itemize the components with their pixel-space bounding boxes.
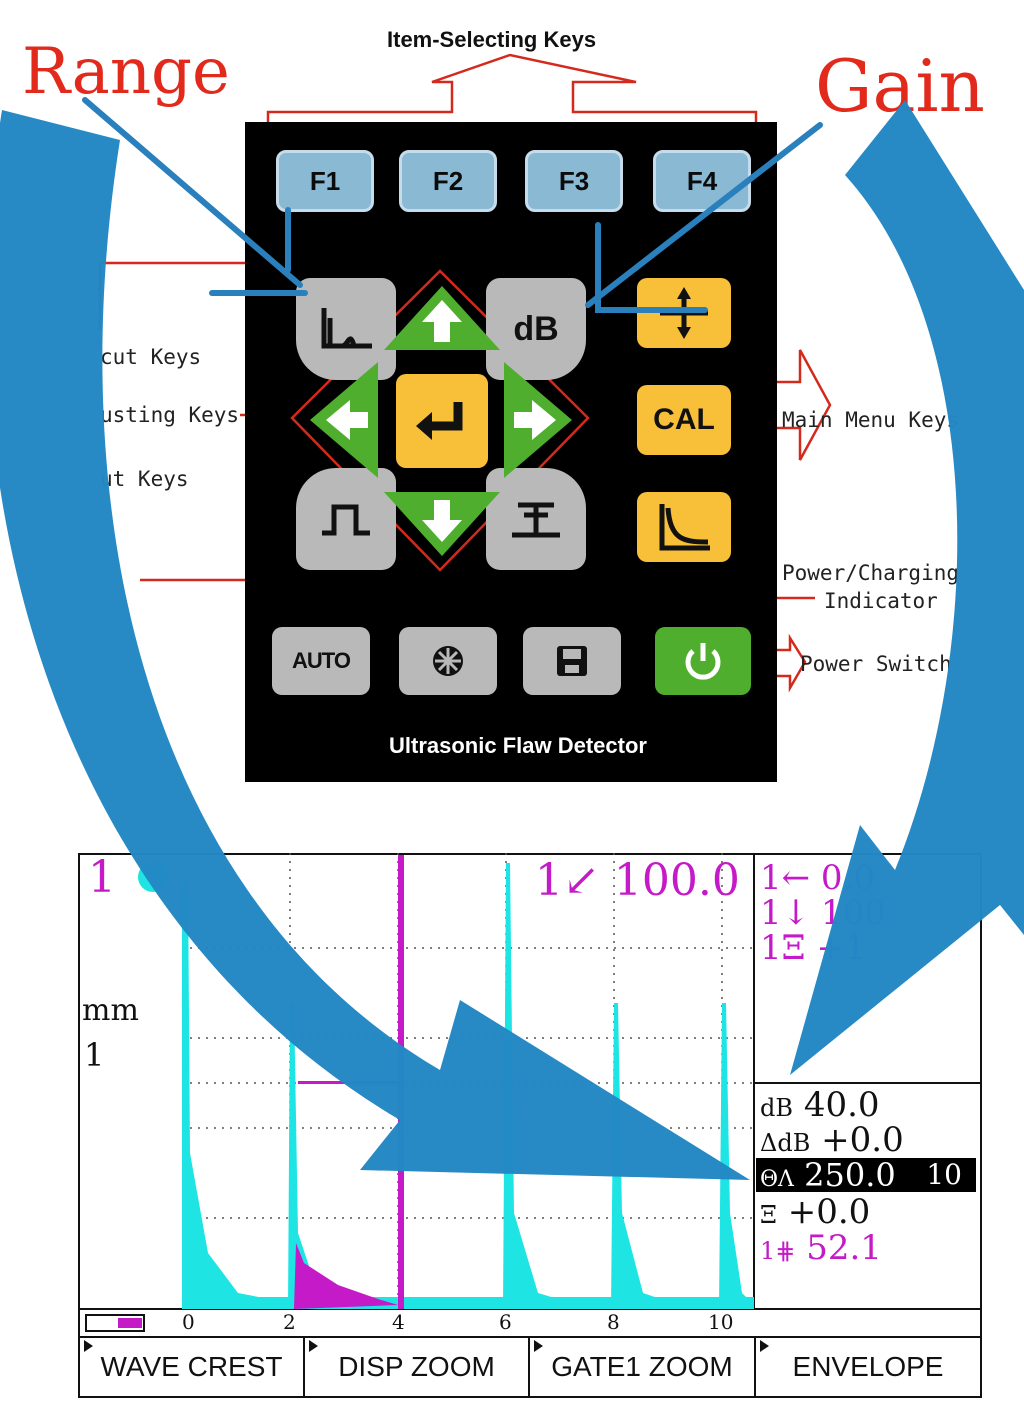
- cal-key[interactable]: CAL: [637, 385, 731, 455]
- power-switch-label: Power Switch: [800, 652, 952, 676]
- gate-start-readout: 1← 0.0: [760, 858, 875, 898]
- gate-peak-readout: 1⋕ 52.1: [760, 1228, 882, 1268]
- f4-key[interactable]: F4: [653, 150, 751, 212]
- gate-level-readout: 1↙ 100.0: [535, 855, 740, 906]
- gate-width-readout: 1↓ 100: [760, 893, 886, 933]
- left-arrow-key[interactable]: [306, 360, 382, 480]
- x-tick: 8: [607, 1310, 620, 1334]
- up-arrow-key[interactable]: [380, 284, 504, 354]
- gate-adjust-key[interactable]: [637, 278, 731, 348]
- gate-threshold-readout: 1Ξ +1: [760, 928, 867, 968]
- adjusting-keys-label: usting Keys: [100, 403, 240, 427]
- panel-title: Ultrasonic Flaw Detector: [389, 733, 647, 758]
- cyan-waveform: [182, 863, 754, 1309]
- unit-scale-label: 1: [84, 1036, 105, 1074]
- x-tick: 0: [182, 1310, 195, 1334]
- channel-indicator: 1: [88, 852, 116, 903]
- f2-key[interactable]: F2: [399, 150, 497, 212]
- down-arrow-key[interactable]: [380, 488, 504, 558]
- softkey-marker-icon: [760, 1340, 769, 1352]
- unit-label: mm: [82, 993, 139, 1028]
- softkey-disp-zoom[interactable]: DISP ZOOM: [305, 1338, 530, 1396]
- x-tick: 6: [499, 1310, 512, 1334]
- shortcut-keys-label-1: cut Keys: [100, 345, 202, 369]
- auto-key[interactable]: AUTO: [272, 627, 370, 695]
- softkey-wave-crest[interactable]: WAVE CREST: [80, 1338, 305, 1396]
- delta-db-readout: ΔdB +0.0: [760, 1120, 904, 1160]
- pulse-icon: [322, 504, 370, 536]
- enter-icon: [416, 402, 463, 440]
- shortcut-keys-label-2: ut Keys: [100, 467, 189, 491]
- snowflake-icon: [433, 646, 463, 676]
- enter-key[interactable]: [396, 374, 488, 468]
- main-menu-keys-label: Main Menu Keys: [782, 408, 960, 432]
- gate-icon: [512, 502, 560, 538]
- save-key[interactable]: [523, 627, 621, 695]
- dac-curve-icon: [659, 504, 710, 551]
- range-icon: [321, 308, 372, 349]
- x-tick: 4: [392, 1310, 405, 1334]
- softkey-marker-icon: [309, 1340, 318, 1352]
- magenta-waveform: [294, 855, 404, 1309]
- freeze-key[interactable]: [399, 627, 497, 695]
- battery-icon: [85, 1314, 145, 1332]
- floppy-disk-icon: [557, 646, 587, 676]
- cross-adjust-icon: [660, 287, 708, 339]
- power-key[interactable]: [655, 627, 751, 695]
- item-selecting-label: Item-Selecting Keys: [387, 27, 597, 52]
- range-callout: Range: [22, 35, 230, 109]
- x-tick: 10: [708, 1310, 734, 1334]
- x-tick: 2: [283, 1310, 296, 1334]
- dac-curve-key[interactable]: [637, 492, 731, 562]
- f1-key[interactable]: F1: [276, 150, 374, 212]
- power-icon: [685, 643, 721, 680]
- right-arrow-key[interactable]: [500, 360, 576, 480]
- softkey-marker-icon: [84, 1340, 93, 1352]
- softkey-envelope[interactable]: ENVELOPE: [792, 1351, 944, 1382]
- delay-readout: Ξ +0.0: [760, 1192, 871, 1232]
- power-indicator-label-line2: Indicator: [824, 589, 938, 613]
- softkey-gate1-zoom[interactable]: GATE1 ZOOM: [530, 1338, 756, 1396]
- power-indicator-label-line1: Power/Charging: [782, 561, 960, 585]
- softkey-marker-icon: [534, 1340, 543, 1352]
- status-dot: [138, 862, 168, 892]
- db-readout: dB 40.0: [760, 1085, 880, 1125]
- f3-key[interactable]: F3: [525, 150, 623, 212]
